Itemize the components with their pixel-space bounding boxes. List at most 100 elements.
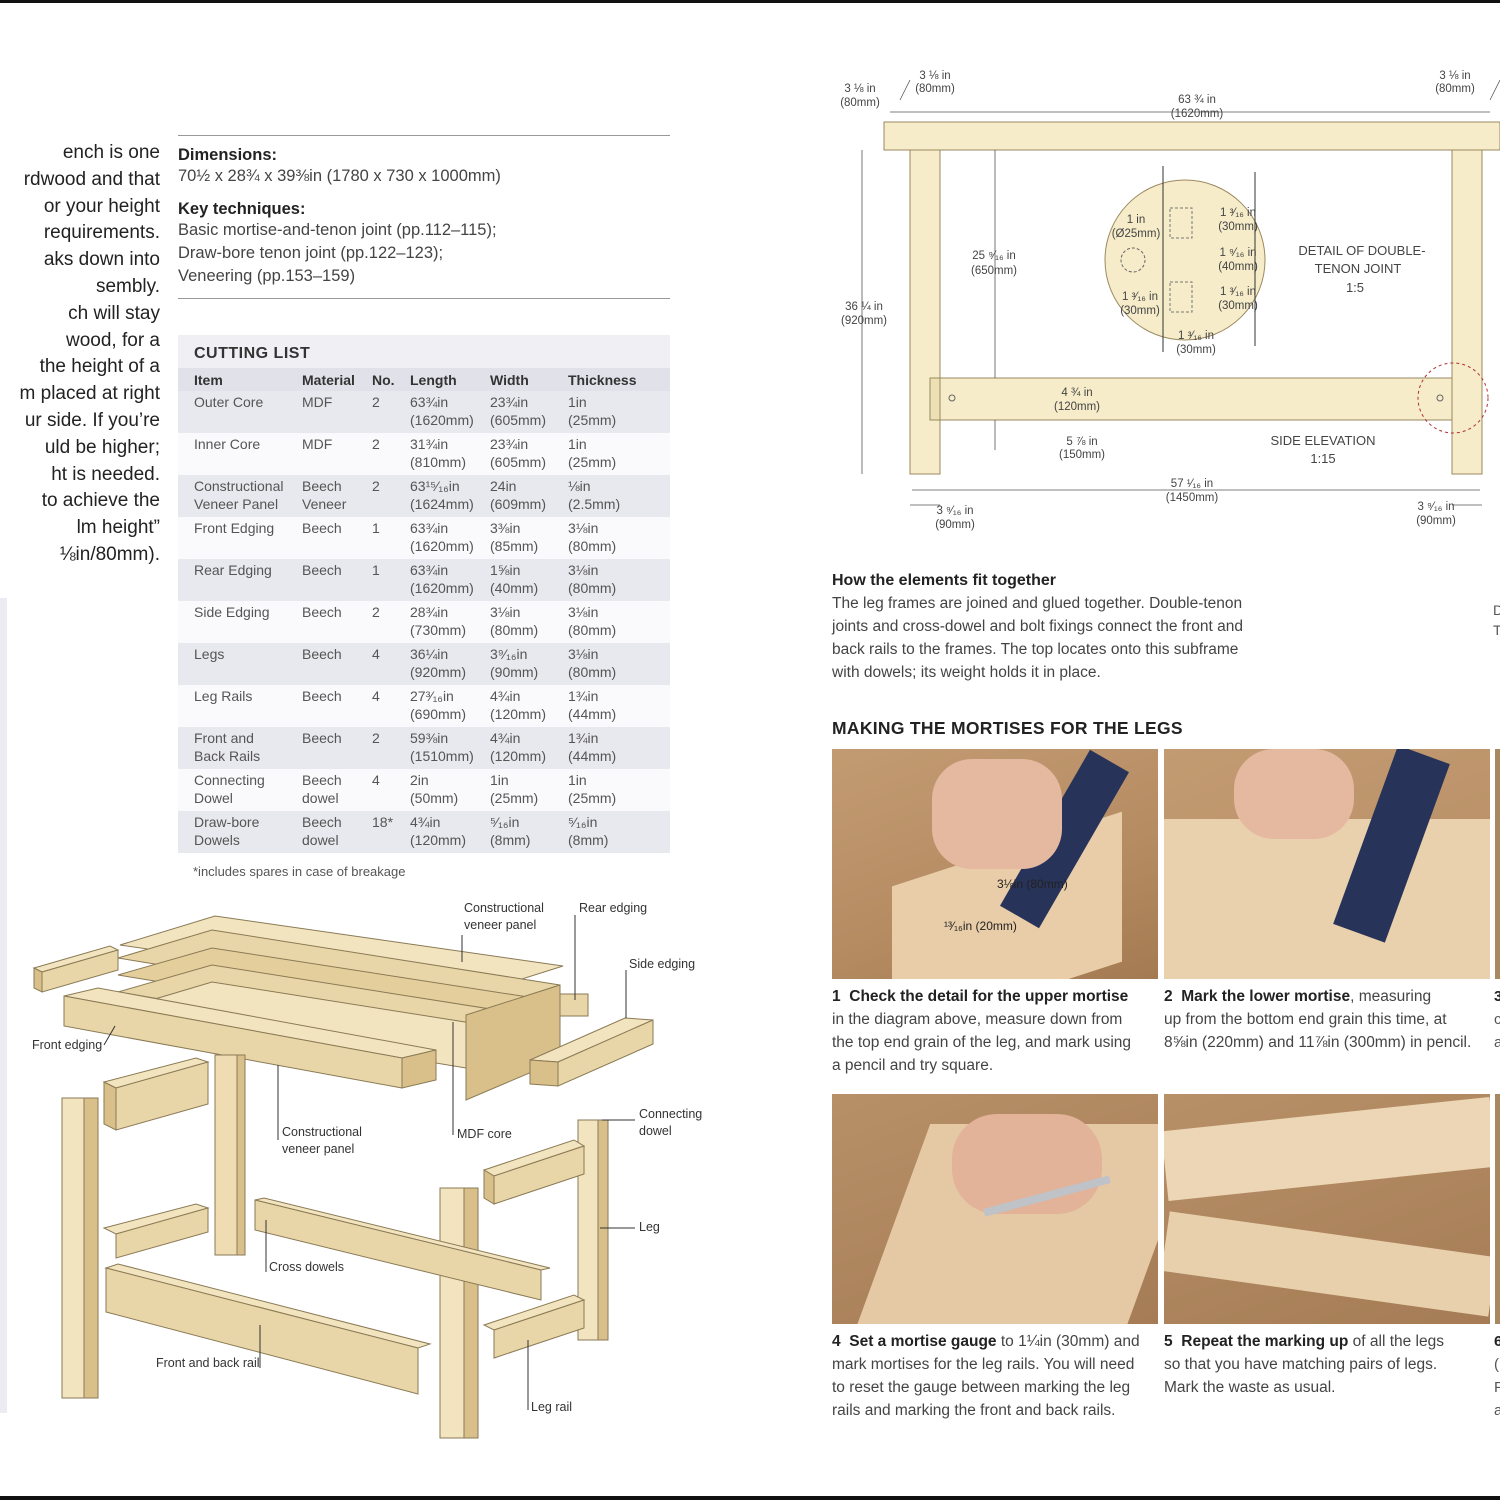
cell-item: Outer Core <box>178 391 302 433</box>
dim-top-right-in: 3 ⅛ in <box>1439 70 1470 82</box>
techniques-label: Key techniques: <box>178 200 306 218</box>
label-cross-dowels: Cross dowels <box>269 1260 344 1274</box>
cell-width: 23¾in(605mm) <box>490 433 568 475</box>
column-header: Item <box>178 368 302 391</box>
cell-thickness: 1in(25mm) <box>568 769 670 811</box>
step-3-photo-cropped <box>1495 749 1500 979</box>
detail-b-in: 1 ⁹⁄₁₆ in <box>1219 247 1256 259</box>
cell-thickness: 1¾in(44mm) <box>568 685 670 727</box>
cell-width: 4¾in(120mm) <box>490 727 568 769</box>
page-bottom-border <box>0 1496 1500 1500</box>
edge-char: ( <box>1494 1356 1499 1373</box>
step-1-photo: 3⅛in (80mm) ¹³⁄₁₆in (20mm) <box>832 749 1158 979</box>
fit-body: The leg frames are joined and glued toge… <box>832 595 1243 681</box>
cell-thickness: 1¾in(44mm) <box>568 727 670 769</box>
cell-material: Beech <box>302 727 372 769</box>
cutting-list-footnote: *includes spares in case of breakage <box>193 864 406 879</box>
step-5-photo <box>1164 1094 1490 1324</box>
dim-rail-mm: (650mm) <box>971 265 1017 277</box>
intro-line: ur side. If you’re <box>24 409 160 431</box>
label-front-edging: Front edging <box>32 1038 102 1052</box>
detail-dowel-mm: (Ø25mm) <box>1112 228 1161 240</box>
cell-no: 4 <box>372 685 410 727</box>
technique-item: Veneering (pp.153–159) <box>178 267 356 285</box>
photo-1-label-a: 3⅛in (80mm) <box>997 877 1068 891</box>
cell-material: Beech <box>302 685 372 727</box>
dim-rail-offset-mm: (150mm) <box>1059 449 1105 461</box>
detail-e-mm: (30mm) <box>1176 344 1216 356</box>
step-2-photo <box>1164 749 1490 979</box>
dim-height-in: 36 ¼ in <box>845 301 883 313</box>
detail-scale: 1:5 <box>1346 280 1364 295</box>
cell-no: 2 <box>372 727 410 769</box>
step-1-caption: 1 Check the detail for the upper mortise… <box>832 988 1132 1074</box>
label-cvp-top: Constructional <box>464 901 544 915</box>
cell-item: Legs <box>178 643 302 685</box>
cell-width: 24in(609mm) <box>490 475 568 517</box>
cell-item: Rear Edging <box>178 559 302 601</box>
intro-line: lm height” <box>76 517 160 539</box>
intro-line: m placed at right <box>19 383 160 405</box>
cell-length: 63¾in(1620mm) <box>410 391 490 433</box>
photo-1-label-b: ¹³⁄₁₆in (20mm) <box>944 919 1017 933</box>
cell-no: 4 <box>372 643 410 685</box>
intro-line: or your height <box>43 195 160 217</box>
column-header: Length <box>410 368 490 391</box>
cell-material: Beech <box>302 601 372 643</box>
dim-height-mm: (920mm) <box>841 315 887 327</box>
step-5-caption: 5 Repeat the marking up of all the legs … <box>1164 1333 1444 1396</box>
cell-no: 2 <box>372 391 410 433</box>
dim-top-right-mm: (80mm) <box>1435 83 1475 95</box>
cell-item: Inner Core <box>178 433 302 475</box>
cell-no: 1 <box>372 517 410 559</box>
cell-length: 27³⁄₁₆in(690mm) <box>410 685 490 727</box>
cell-width: 23¾in(605mm) <box>490 391 568 433</box>
edge-char: c <box>1494 1011 1500 1028</box>
label-connecting-dowel-2: dowel <box>639 1124 672 1138</box>
dim-leg-left-in: 3 ⁹⁄₁₆ in <box>936 505 973 517</box>
side-elevation-title: SIDE ELEVATION <box>1271 433 1376 448</box>
label-leg-rail: Leg rail <box>531 1400 572 1414</box>
left-sidebar-strip <box>0 598 7 1413</box>
cell-no: 2 <box>372 601 410 643</box>
technique-item: Draw-bore tenon joint (pp.122–123); <box>178 244 444 262</box>
detail-b-mm: (40mm) <box>1218 261 1258 273</box>
edge-char: 6 <box>1494 1333 1500 1350</box>
label-side-edging: Side edging <box>629 957 695 971</box>
cell-length: 4¾in(120mm) <box>410 811 490 853</box>
cell-material: Beech <box>302 517 372 559</box>
cell-no: 2 <box>372 433 410 475</box>
edge-char: 3 <box>1494 988 1500 1005</box>
cell-no: 18* <box>372 811 410 853</box>
step-4-photo <box>832 1094 1158 1324</box>
detail-title-2: TENON JOINT <box>1315 261 1402 276</box>
dim-leg-right-mm: (90mm) <box>1416 515 1456 527</box>
edge-char: a <box>1494 1402 1500 1419</box>
cell-thickness: 3⅛in(80mm) <box>568 601 670 643</box>
step-2-caption: 2 Mark the lower mortise, measuring up f… <box>1164 988 1472 1051</box>
detail-a-in: 1 ³⁄₁₆ in <box>1220 207 1256 219</box>
dim-rail-width-mm: (120mm) <box>1054 401 1100 413</box>
fit-together-section: How the elements fit together The leg fr… <box>832 572 1262 684</box>
column-header: Thickness <box>568 368 670 391</box>
cell-material: Beech <box>302 643 372 685</box>
intro-line: to achieve the <box>41 490 160 512</box>
cell-material: Beech <box>302 559 372 601</box>
intro-line: requirements. <box>43 222 160 244</box>
cell-thickness: 3⅛in(80mm) <box>568 643 670 685</box>
fit-title: How the elements fit together <box>832 572 1057 589</box>
detail-d-mm: (30mm) <box>1120 305 1160 317</box>
label-front-back-rail: Front and back rail <box>156 1356 260 1370</box>
edge-char: F <box>1494 1379 1500 1396</box>
